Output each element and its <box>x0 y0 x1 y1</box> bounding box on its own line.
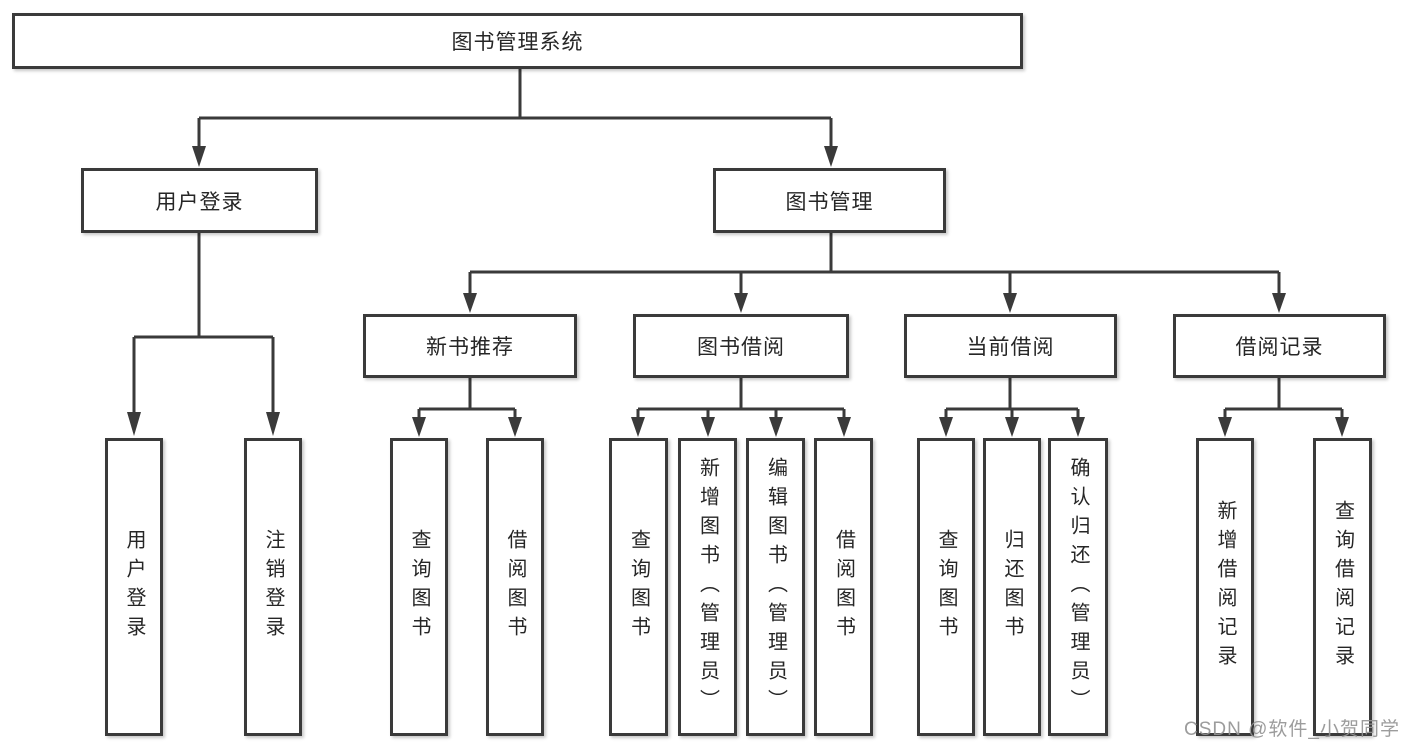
node-add-book-admin: 新增图书（管理员） <box>678 438 737 736</box>
node-logout-action-label: 注销登录 <box>262 529 284 645</box>
node-edit-book-admin-label: 编辑图书（管理员） <box>764 456 787 718</box>
node-confirm-return-admin-label: 确认归还（管理员） <box>1067 456 1089 718</box>
node-library-system-label: 图书管理系统 <box>451 31 584 54</box>
node-add-book-admin-label: 新增图书（管理员） <box>696 456 719 718</box>
node-current-borrowing-label: 当前借阅 <box>966 336 1055 359</box>
node-query-books-current: 查询图书 <box>917 438 975 736</box>
node-user-login-action: 用户登录 <box>105 438 163 736</box>
node-query-borrow-record-label: 查询借阅记录 <box>1331 500 1354 674</box>
node-user-login-module-label: 用户登录 <box>155 190 244 214</box>
node-borrow-books-borrow: 借阅图书 <box>814 438 873 736</box>
node-user-login-action-label: 用户登录 <box>123 529 145 645</box>
node-borrow-books-recommend-label: 借阅图书 <box>504 529 526 645</box>
node-book-borrowing-label: 图书借阅 <box>697 336 785 359</box>
node-book-management-label: 图书管理 <box>785 190 874 214</box>
node-new-book-recommend-label: 新书推荐 <box>426 336 514 359</box>
node-book-management: 图书管理 <box>713 168 946 233</box>
node-current-borrowing: 当前借阅 <box>904 314 1117 378</box>
node-return-book: 归还图书 <box>983 438 1041 736</box>
node-book-borrowing: 图书借阅 <box>633 314 849 378</box>
node-query-borrow-record: 查询借阅记录 <box>1313 438 1372 736</box>
node-logout-action: 注销登录 <box>244 438 302 736</box>
node-query-books-borrow-label: 查询图书 <box>627 529 650 645</box>
node-query-books-borrow: 查询图书 <box>609 438 668 736</box>
node-add-borrow-record-label: 新增借阅记录 <box>1214 500 1236 674</box>
node-query-books-recommend: 查询图书 <box>390 438 448 736</box>
node-borrow-books-borrow-label: 借阅图书 <box>832 529 855 645</box>
node-edit-book-admin: 编辑图书（管理员） <box>746 438 805 736</box>
node-new-book-recommend: 新书推荐 <box>363 314 577 378</box>
node-borrow-books-recommend: 借阅图书 <box>486 438 544 736</box>
node-user-login-module: 用户登录 <box>81 168 318 233</box>
node-borrowing-records-label: 借阅记录 <box>1235 336 1324 359</box>
csdn-watermark: CSDN @软件_小贺同学 <box>1184 719 1400 740</box>
node-query-books-current-label: 查询图书 <box>935 529 957 645</box>
node-confirm-return-admin: 确认归还（管理员） <box>1048 438 1108 736</box>
node-return-book-label: 归还图书 <box>1001 529 1023 645</box>
node-query-books-recommend-label: 查询图书 <box>408 529 430 645</box>
node-borrowing-records: 借阅记录 <box>1173 314 1386 378</box>
node-library-system: 图书管理系统 <box>12 13 1023 69</box>
node-add-borrow-record: 新增借阅记录 <box>1196 438 1254 736</box>
